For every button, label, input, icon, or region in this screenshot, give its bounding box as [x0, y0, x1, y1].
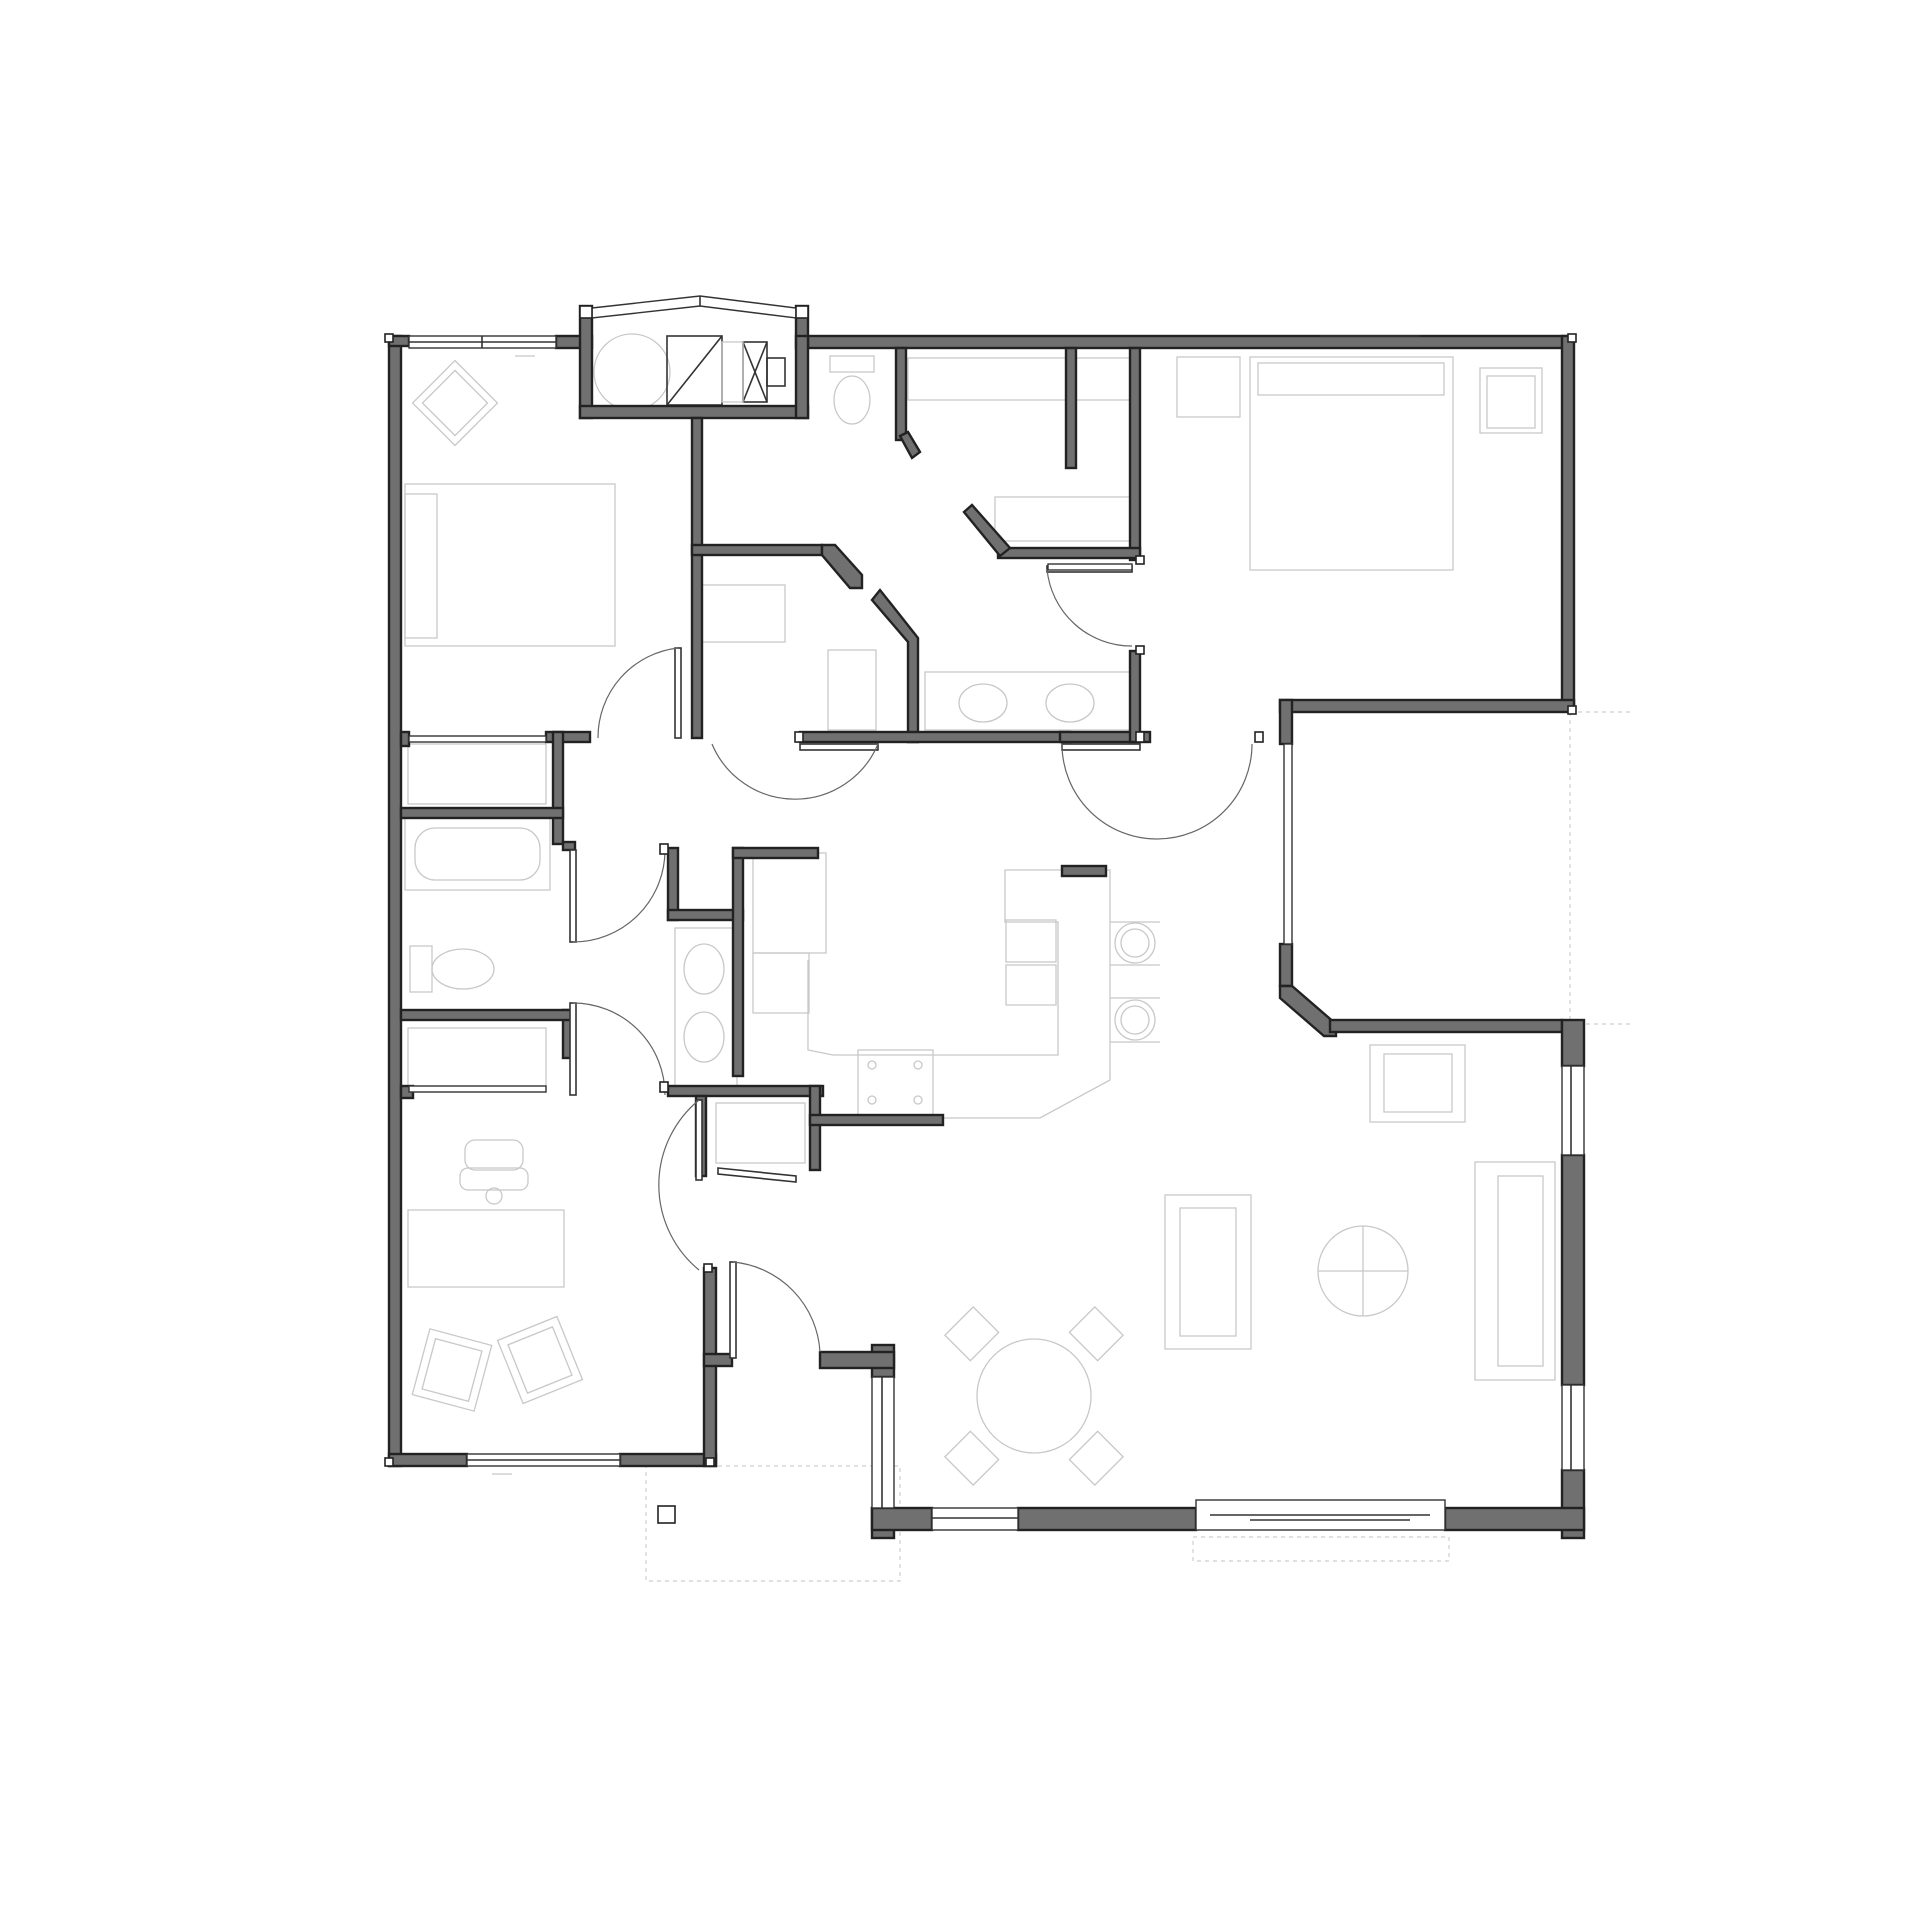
armchair-bedroom-2-left — [411, 1328, 493, 1412]
doors — [408, 563, 1253, 1359]
bed-primary-pillow — [1257, 362, 1445, 396]
wall-east-upper — [1560, 334, 1576, 712]
bath-vanity — [674, 927, 738, 1089]
door-bedroom-2[interactable] — [658, 1099, 703, 1271]
kitchen-sink-2 — [1005, 964, 1057, 1006]
armchair-primary — [1479, 367, 1543, 434]
door-front-entry[interactable] — [729, 1261, 821, 1359]
wall-hall-west — [690, 416, 704, 740]
patio-outline — [1192, 1536, 1450, 1562]
door-bedroom-1[interactable] — [597, 647, 682, 739]
door-bathroom[interactable] — [569, 849, 666, 943]
toilet-bath — [409, 945, 495, 993]
jamb-posts — [384, 333, 1577, 1467]
window-bedroom-2 — [466, 1453, 621, 1475]
wall-west — [387, 334, 403, 1468]
kitchen-sink-1 — [1005, 919, 1057, 963]
window-east-living-1 — [1561, 1065, 1585, 1156]
furniture-layer — [404, 333, 1632, 1582]
primary-vanity — [924, 671, 1134, 731]
primary-shower — [699, 584, 786, 643]
walls — [387, 304, 1586, 1540]
armchair-bedroom-2-right — [496, 1315, 584, 1405]
exterior-post-marker — [657, 1505, 676, 1524]
armchair-bedroom-1 — [411, 359, 499, 447]
door-bathroom-2[interactable] — [569, 1002, 666, 1096]
primary-toilet — [829, 355, 875, 425]
window-bedroom-1 — [408, 335, 557, 357]
armchair-living — [1369, 1044, 1466, 1123]
sliding-door-east — [1283, 743, 1293, 945]
window-dining-west — [871, 1376, 895, 1509]
water-heater — [593, 333, 671, 411]
porch-outline — [645, 1465, 901, 1582]
wall-mech-south — [578, 404, 810, 420]
sofa — [1474, 1161, 1556, 1381]
bar-stools — [1110, 921, 1160, 1043]
dining-table — [943, 1305, 1125, 1487]
window-bay-mech — [579, 295, 809, 319]
wall-south-left — [387, 1452, 469, 1468]
primary-sink-left — [958, 683, 1008, 723]
door-hall-closet[interactable] — [711, 743, 879, 800]
laundry-shelf — [752, 852, 827, 954]
closet-hangers — [407, 357, 1133, 1164]
bed-primary — [1249, 356, 1454, 571]
window-east-living-2 — [1561, 1384, 1585, 1471]
primary-tub — [827, 649, 877, 731]
windows — [408, 295, 1585, 1531]
wall-east-lower — [1560, 1018, 1586, 1068]
kitchen-counter — [807, 869, 1111, 1119]
closet-doors[interactable] — [408, 563, 1133, 1093]
wall-north-right — [800, 334, 1574, 350]
desk-chair — [459, 1139, 529, 1205]
nightstand — [1176, 356, 1241, 418]
desk — [407, 1209, 565, 1288]
stove — [857, 1049, 934, 1116]
bathtub — [404, 817, 551, 891]
door-primary-bedroom[interactable] — [1046, 565, 1253, 840]
primary-sink-right — [1045, 683, 1095, 723]
round-side-table — [1317, 1225, 1409, 1317]
door-laundry[interactable] — [717, 1167, 797, 1183]
window-south-dining — [931, 1507, 1019, 1531]
laundry-counter — [752, 952, 810, 1014]
coffee-table — [1164, 1194, 1252, 1350]
ac-unit — [766, 357, 786, 387]
sliding-door-patio — [1195, 1499, 1446, 1531]
bed-headboard — [404, 493, 438, 639]
